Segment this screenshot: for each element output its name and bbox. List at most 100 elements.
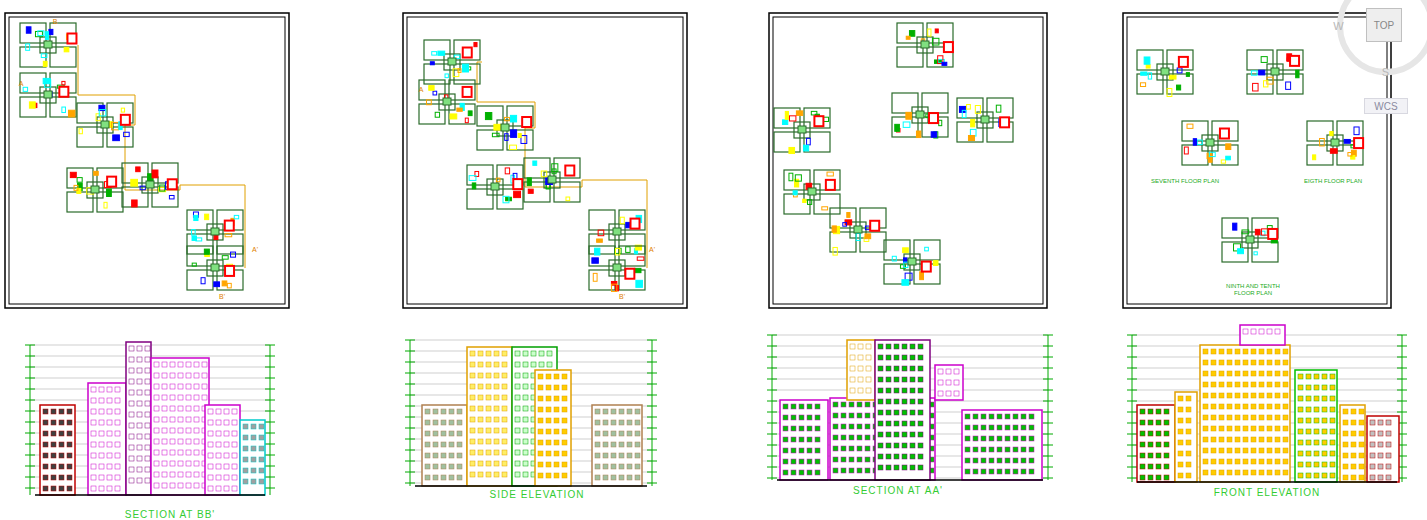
window [902,355,907,360]
window [1211,437,1216,442]
fixture [789,147,795,153]
room [1222,242,1248,262]
window [523,472,528,477]
window [1178,407,1183,412]
window [129,390,134,395]
window [1351,420,1356,425]
window [965,447,970,452]
window [918,465,923,470]
window [611,453,616,458]
window [849,413,854,418]
viewcube-face: TOP [1366,8,1402,42]
window [1013,425,1018,430]
stair-block [565,166,574,176]
room [50,23,76,43]
window [1156,453,1161,458]
building-block [1367,416,1399,482]
window [1314,440,1319,445]
level-tick [1397,357,1407,358]
window [486,373,491,378]
window [902,432,907,437]
window [449,409,454,414]
window [841,435,846,440]
room [20,97,46,117]
fixture [99,110,106,116]
fixture [26,27,31,33]
window [973,458,978,463]
fixture [1193,139,1196,145]
window [799,459,804,464]
window [194,428,199,433]
window [791,459,796,464]
window [1186,462,1191,467]
sheet-border-inner [407,17,683,304]
window [99,475,104,480]
window [99,398,104,403]
window [216,420,221,425]
label-text: FRONT ELEVATION [1214,487,1321,498]
window [1211,426,1216,431]
window [178,417,183,422]
window [619,453,624,458]
window [1351,442,1356,447]
window [232,420,237,425]
fixture [43,61,47,66]
stair-block [631,219,640,229]
window [224,431,229,436]
window [1156,475,1161,480]
level-tick [1127,390,1137,391]
window [973,469,978,474]
window [865,424,870,429]
fixture [45,80,51,87]
room [589,246,615,266]
room [884,240,910,260]
window [99,420,104,425]
drawing-label: B [53,18,58,26]
window [208,475,213,480]
building-block [1340,405,1365,482]
window [43,464,48,469]
window [224,486,229,491]
window [1306,418,1311,423]
window [232,486,237,491]
fixture [925,247,929,251]
window [523,351,528,356]
fixture [222,256,228,260]
drawing-label: A [419,86,424,94]
room [77,127,103,147]
window [1013,414,1018,419]
window [1156,442,1161,447]
window [1243,404,1248,409]
window [1275,459,1280,464]
level-tick [1397,412,1407,413]
window [208,486,213,491]
window [1259,470,1264,475]
window [523,384,528,389]
window [115,475,120,480]
window [145,401,150,406]
level-tick [25,422,35,423]
window [107,398,112,403]
level-tick [25,466,35,467]
window [1343,420,1348,425]
fixture [430,62,434,65]
window [791,470,796,475]
window [1259,349,1264,354]
fixture [445,74,448,78]
window [478,439,483,444]
stair-block [929,113,938,123]
level-tick [767,445,777,446]
room [524,158,550,178]
lift [211,228,219,235]
window [791,448,796,453]
window [954,380,959,385]
level-tick [405,450,415,451]
window [178,384,183,389]
window [178,406,183,411]
window [886,432,891,437]
window [162,362,167,367]
window [1359,442,1364,447]
room [419,104,445,124]
room [1137,50,1163,70]
window [243,446,248,451]
